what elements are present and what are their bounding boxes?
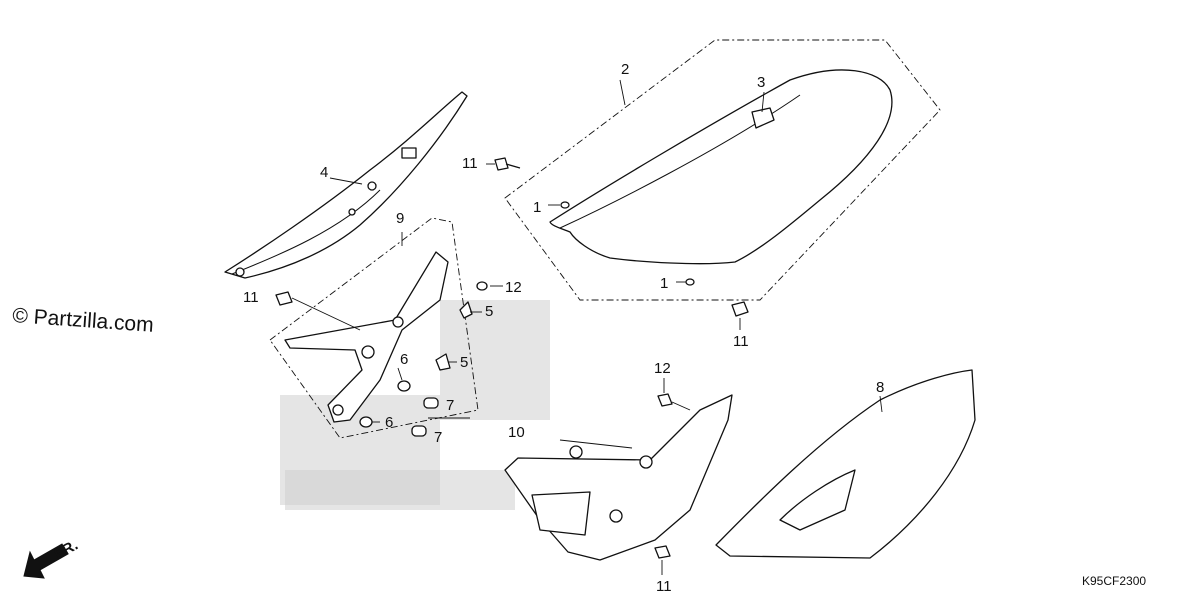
callout-6a: 6 [400, 351, 408, 368]
callout-11d: 11 [656, 578, 672, 595]
callout-10: 10 [508, 424, 525, 441]
side-cover-right-group [715, 369, 976, 559]
seat-group-boundary [504, 39, 941, 301]
callout-12b: 12 [654, 360, 671, 377]
callout-11c: 11 [243, 289, 259, 306]
washer-6b[interactable] [359, 416, 373, 428]
callout-8: 8 [876, 379, 884, 396]
inner-cover-group [269, 217, 503, 439]
watermark-text: © Partzilla.com [12, 304, 155, 337]
callout-labels: 2 3 4 11 1 9 1 12 11 5 11 6 5 12 8 7 6 1… [243, 61, 884, 595]
callout-1a: 1 [533, 199, 541, 216]
callout-1b: 1 [660, 275, 668, 292]
side-cover-10-vent[interactable] [531, 491, 591, 536]
screw-12a[interactable] [476, 281, 488, 291]
callout-7a: 7 [446, 397, 454, 414]
callout-leaders [372, 163, 741, 575]
callout-7b: 7 [434, 429, 442, 446]
diagram-code: K95CF2300 [1082, 574, 1146, 588]
side-cover-upper-group [224, 91, 468, 279]
washer-6a[interactable] [397, 380, 411, 392]
callout-11b: 11 [733, 333, 749, 350]
bolt-11d[interactable] [654, 545, 671, 559]
inner-frame-cover[interactable] [284, 251, 449, 423]
clip-5b[interactable] [435, 353, 451, 371]
callout-11a: 11 [462, 155, 478, 172]
side-cover-8-recess[interactable] [779, 469, 856, 531]
front-direction-indicator: FR. [23, 537, 81, 579]
arrow-down-left-icon [23, 543, 69, 579]
collar-7b[interactable] [411, 425, 427, 437]
side-cover-8[interactable] [715, 369, 976, 559]
clip-5a[interactable] [459, 301, 473, 319]
callout-3: 3 [757, 74, 765, 91]
screw-12b[interactable] [657, 393, 673, 407]
seat-group [494, 39, 941, 317]
callout-5b: 5 [460, 354, 468, 371]
bolt-11b[interactable] [731, 301, 749, 317]
seat[interactable] [549, 69, 893, 265]
callout-6b: 6 [385, 414, 393, 431]
bolt-11c[interactable] [275, 291, 293, 306]
callout-12a: 12 [505, 279, 522, 296]
side-cover-center-group [504, 393, 733, 561]
grommet-1b[interactable] [685, 278, 695, 286]
bolt-11a[interactable] [494, 157, 521, 171]
collar-7a[interactable] [423, 397, 439, 409]
upper-side-cover[interactable] [224, 91, 468, 279]
callout-4: 4 [320, 164, 328, 181]
grommet-1a[interactable] [560, 201, 570, 209]
callout-9: 9 [396, 210, 404, 227]
callout-2: 2 [621, 61, 629, 78]
background-shading [280, 300, 550, 510]
cover-tab [401, 147, 417, 159]
callout-5a: 5 [485, 303, 493, 320]
seat-bracket[interactable] [751, 107, 775, 129]
